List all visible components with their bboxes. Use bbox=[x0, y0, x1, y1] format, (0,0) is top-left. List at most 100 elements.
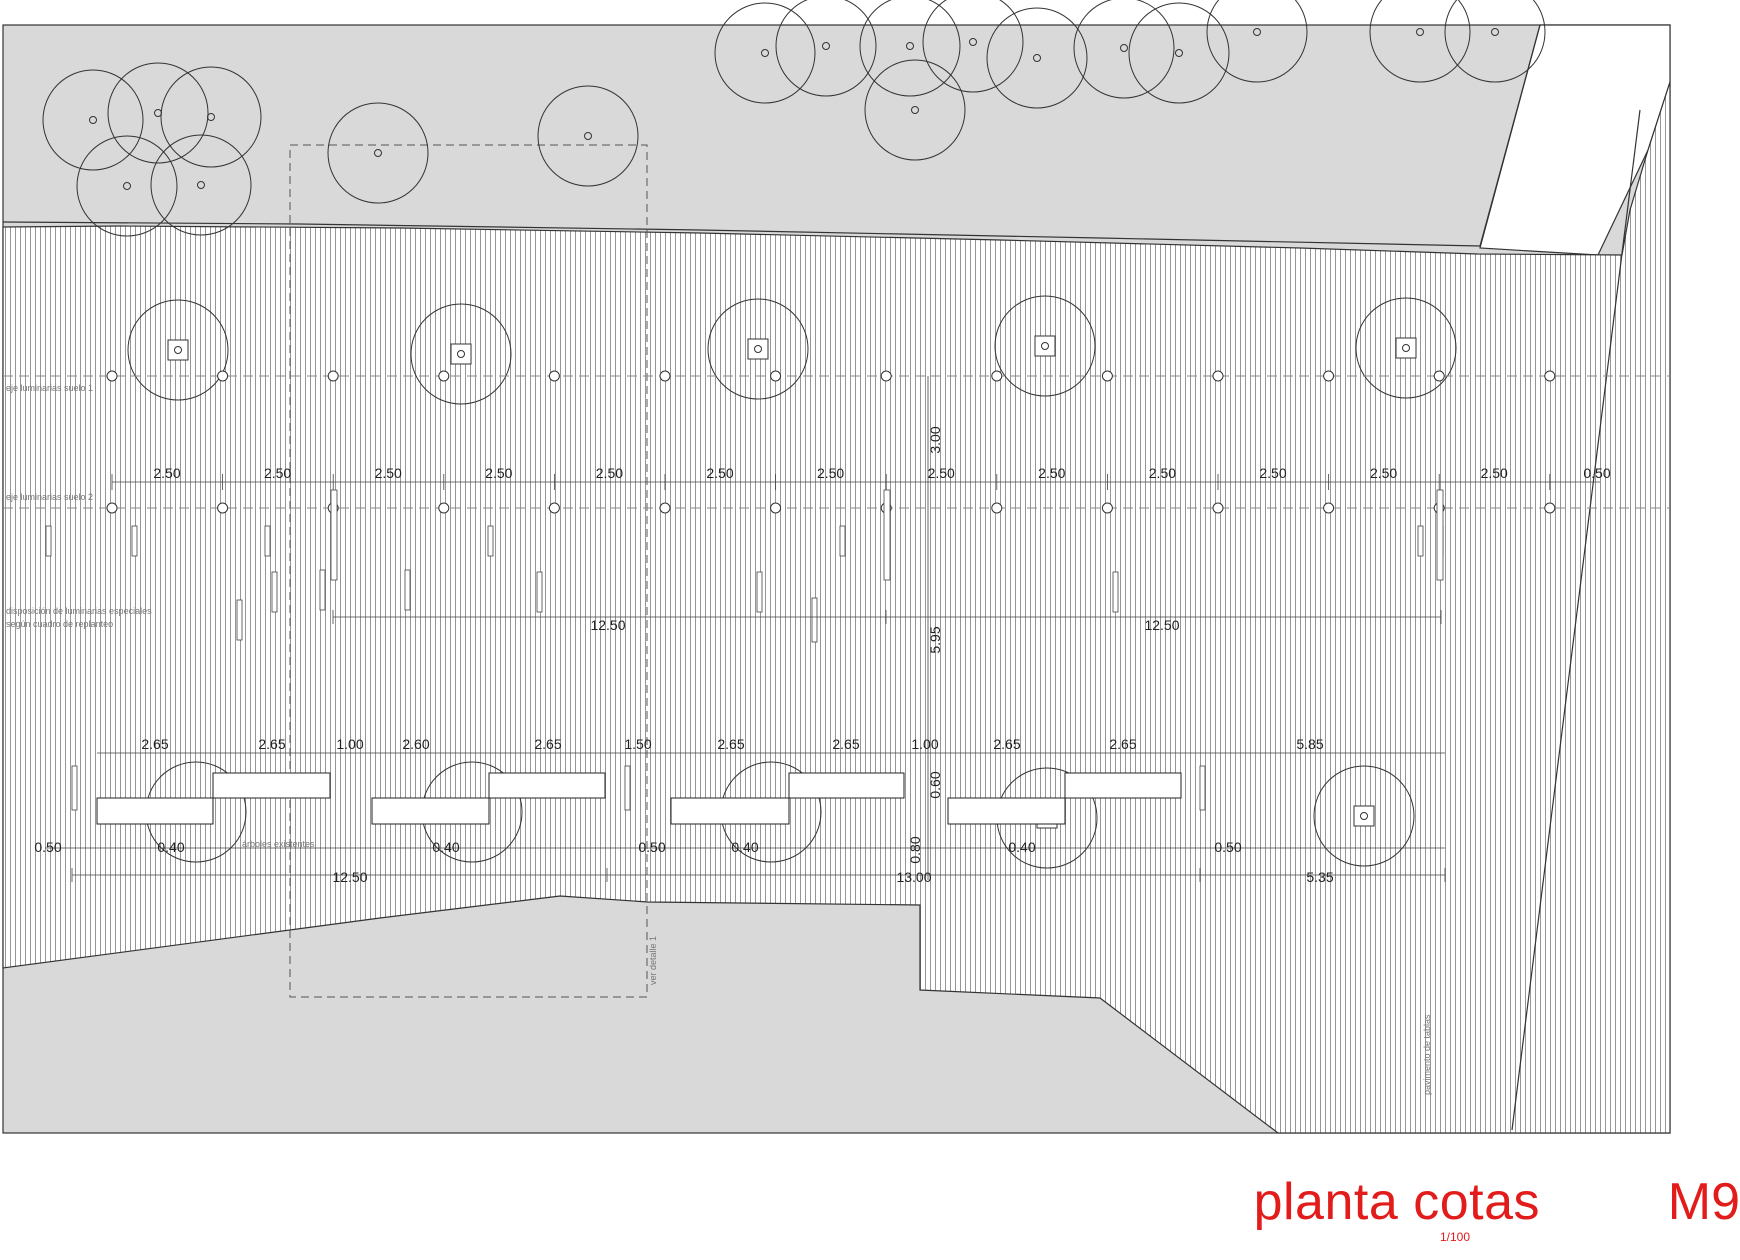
dimension-label-vertical-top: 3.00 bbox=[927, 426, 943, 453]
existing-tree-trunk bbox=[761, 49, 769, 57]
drawing-code: M9 bbox=[1667, 1173, 1740, 1231]
plaza-tree-canopy bbox=[1355, 297, 1457, 399]
existing-tree-canopy bbox=[327, 102, 429, 204]
existing-tree-trunk bbox=[1120, 44, 1128, 52]
dimension-label-bench-a: 0.60 bbox=[927, 771, 943, 798]
existing-tree-canopy bbox=[76, 135, 178, 237]
note-position-1: disposición de luminarias especiales bbox=[6, 606, 152, 616]
dimension-label-bench-row: 1.00 bbox=[336, 736, 363, 752]
special-luminaire bbox=[839, 525, 846, 557]
drawing-title: planta cotas bbox=[1253, 1173, 1540, 1231]
bench-post bbox=[624, 765, 631, 811]
bench bbox=[788, 772, 905, 799]
dimension-label-offset: 0.40 bbox=[157, 839, 184, 855]
existing-tree-trunk bbox=[911, 106, 919, 114]
dimension-label-spacing: 2.50 bbox=[1370, 465, 1397, 481]
dimension-label-spacing: 2.50 bbox=[1149, 465, 1176, 481]
plaza-tree-canopy bbox=[410, 303, 512, 405]
dimension-label-spacing: 2.50 bbox=[153, 465, 180, 481]
existing-trees-group bbox=[42, 0, 1546, 237]
dimension-label-bottom: 13.00 bbox=[896, 869, 931, 885]
special-luminaire bbox=[811, 597, 818, 643]
dimension-label-spacing: 2.50 bbox=[1038, 465, 1065, 481]
dimension-label-spacing: 2.50 bbox=[1259, 465, 1286, 481]
tree-pit bbox=[1353, 805, 1375, 827]
dimension-label-bench-row: 2.65 bbox=[1109, 736, 1136, 752]
luminaire-axis-1 bbox=[1433, 370, 1445, 382]
special-luminaire bbox=[536, 571, 543, 613]
note-paving: pavimento de tablas bbox=[1422, 1014, 1432, 1095]
benches-group bbox=[96, 772, 1182, 825]
special-luminaire bbox=[1112, 571, 1119, 613]
special-luminaire bbox=[264, 525, 271, 557]
dimension-label-spacing: 2.50 bbox=[264, 465, 291, 481]
dimension-label-spacing: 2.50 bbox=[596, 465, 623, 481]
existing-tree-trunk bbox=[822, 42, 830, 50]
bollard-post bbox=[883, 489, 891, 581]
bench bbox=[947, 797, 1066, 825]
plaza-tree-canopy bbox=[707, 298, 809, 400]
special-luminaires-group bbox=[45, 489, 1444, 811]
dimension-label-bottom: 5.35 bbox=[1306, 869, 1333, 885]
existing-tree-trunk bbox=[197, 181, 205, 189]
road-edge bbox=[2, 24, 1541, 247]
existing-tree-trunk bbox=[1416, 28, 1424, 36]
existing-tree-trunk bbox=[1175, 49, 1183, 57]
luminaires-group bbox=[106, 370, 1556, 514]
existing-tree-trunk bbox=[1491, 28, 1499, 36]
luminaire-axis-1 bbox=[327, 370, 339, 382]
dimension-label-offset: 0.50 bbox=[638, 839, 665, 855]
luminaire-axis-1 bbox=[880, 370, 892, 382]
plaza-tree-canopy bbox=[994, 295, 1096, 397]
title-block: planta cotas M9 1/100 bbox=[1140, 1172, 1740, 1252]
dimension-label-bench-row: 2.65 bbox=[141, 736, 168, 752]
detail-boundary bbox=[289, 144, 648, 998]
existing-tree-trunk bbox=[969, 38, 977, 46]
bench-post bbox=[71, 765, 78, 811]
existing-tree-trunk bbox=[584, 132, 592, 140]
dimension-label-spacing: 2.50 bbox=[375, 465, 402, 481]
bollard-post bbox=[1436, 489, 1444, 581]
dimension-label-offset: 0.50 bbox=[1214, 839, 1241, 855]
existing-tree-trunk bbox=[1253, 28, 1261, 36]
luminaire-axis-1 bbox=[1101, 370, 1113, 382]
bench bbox=[670, 797, 790, 825]
note-position-2: según cuadro de replanteo bbox=[6, 619, 113, 629]
bench bbox=[488, 772, 606, 799]
dimension-label-spacing: 2.50 bbox=[1481, 465, 1508, 481]
luminaire-axis-2 bbox=[770, 502, 782, 514]
dimension-label-bench-row: 2.65 bbox=[258, 736, 285, 752]
dimension-label-span-left: 12.50 bbox=[590, 617, 625, 633]
luminaire-axis-2 bbox=[1323, 502, 1335, 514]
luminaire-axis-1 bbox=[991, 370, 1003, 382]
dimension-label-span-right: 12.50 bbox=[1144, 617, 1179, 633]
luminaire-axis-1 bbox=[659, 370, 671, 382]
existing-tree-canopy bbox=[859, 0, 961, 97]
dimension-label-bench-b: 0.80 bbox=[907, 836, 923, 863]
bench-post bbox=[1199, 765, 1206, 811]
existing-tree-canopy bbox=[42, 69, 144, 171]
luminaire-axis-2 bbox=[659, 502, 671, 514]
tree-pit bbox=[167, 339, 189, 361]
dimension-label-spacing: 2.50 bbox=[817, 465, 844, 481]
existing-tree-canopy bbox=[150, 134, 252, 236]
existing-tree-canopy bbox=[537, 85, 639, 187]
luminaire-axis-2 bbox=[1544, 502, 1556, 514]
existing-tree-canopy bbox=[160, 66, 262, 168]
luminaire-axis-2 bbox=[1101, 502, 1113, 514]
dimension-label-spacing: 2.50 bbox=[706, 465, 733, 481]
special-luminaire bbox=[45, 525, 52, 557]
tree-trunk bbox=[457, 350, 465, 358]
special-luminaire bbox=[319, 569, 326, 611]
note-axis-1: eje luminarias suelo 1 bbox=[6, 383, 93, 393]
dimension-label-bench-row: 2.60 bbox=[402, 736, 429, 752]
dimension-label-bench-row: 1.50 bbox=[624, 736, 651, 752]
existing-tree-canopy bbox=[986, 7, 1088, 109]
note-detail-ref: ver detalle 1 bbox=[648, 936, 658, 985]
existing-tree-canopy bbox=[1206, 0, 1308, 83]
tree-trunk bbox=[1360, 812, 1368, 820]
luminaire-axis-2 bbox=[106, 502, 118, 514]
tree-trunk bbox=[174, 346, 182, 354]
luminaire-axis-1 bbox=[1544, 370, 1556, 382]
luminaire-axis-2 bbox=[991, 502, 1003, 514]
